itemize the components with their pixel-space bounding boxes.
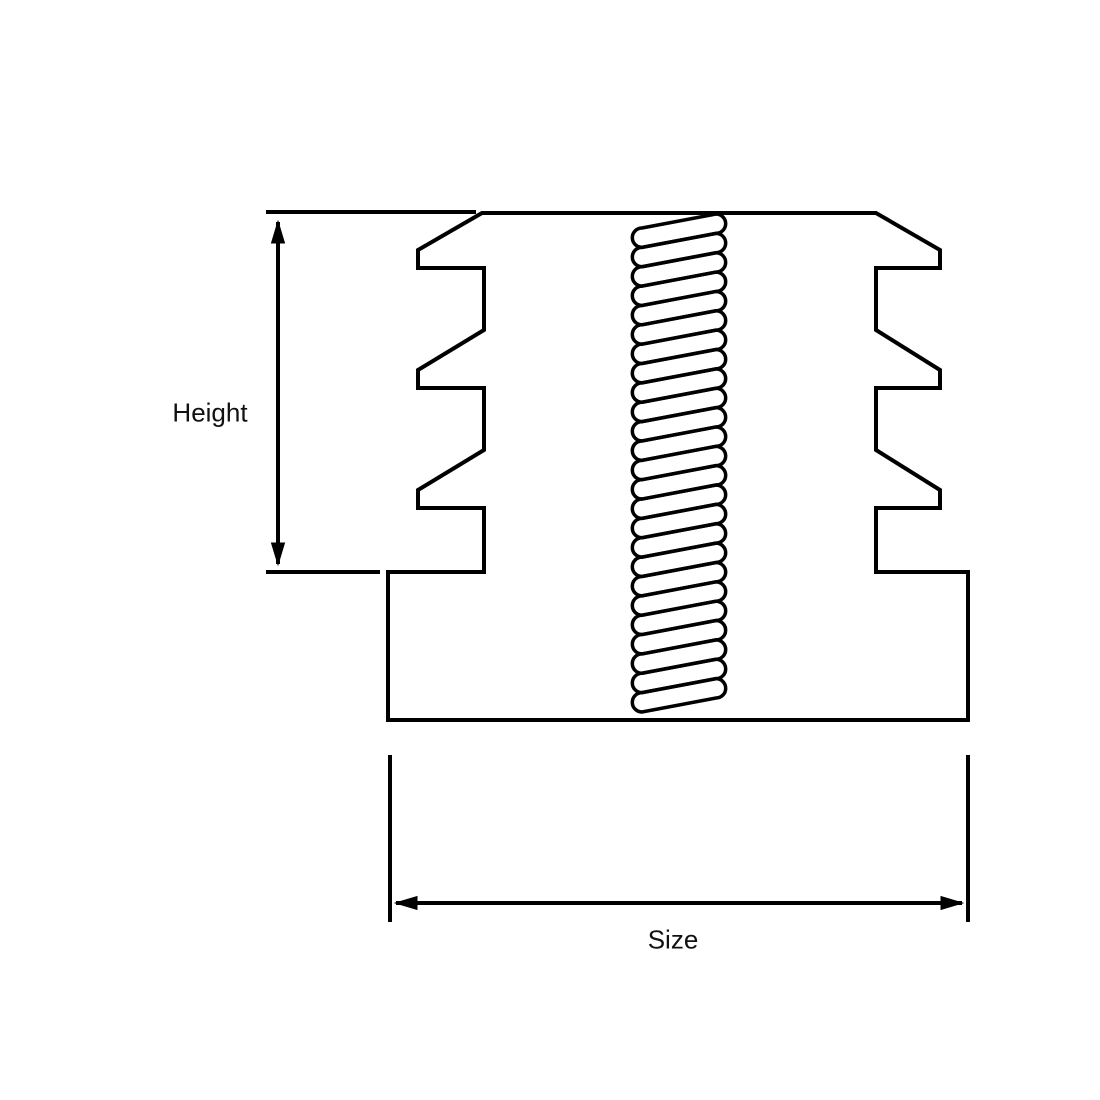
thread-coil <box>630 444 728 482</box>
thread-coil <box>630 599 728 637</box>
thread-coil <box>630 231 728 269</box>
height-label: Height <box>172 397 248 428</box>
thread-coil <box>630 309 728 346</box>
size-label: Size <box>647 924 699 955</box>
thread-coil <box>630 289 728 327</box>
thread-coil <box>630 212 728 250</box>
thread-coil <box>630 657 728 695</box>
thread-coil <box>630 541 728 579</box>
thread-coil <box>630 367 728 404</box>
thread-coil <box>630 270 728 308</box>
thread-coil <box>630 483 728 521</box>
thread-coil <box>630 638 728 676</box>
thread-coil <box>630 347 728 385</box>
thread-coil <box>630 618 728 656</box>
thread-coil <box>630 425 728 463</box>
thread-coil <box>630 405 728 443</box>
thread-coil <box>630 250 728 288</box>
thread-coil <box>630 560 728 598</box>
insert-body-outline <box>386 211 970 722</box>
thread-coil <box>630 328 728 366</box>
internal-thread <box>630 212 728 714</box>
thread-coil <box>630 386 728 424</box>
thread-coil <box>630 502 728 540</box>
thread-coil <box>630 676 728 714</box>
thread-coil <box>630 580 728 617</box>
thread-coil <box>630 522 728 559</box>
thread-coil <box>630 463 728 501</box>
